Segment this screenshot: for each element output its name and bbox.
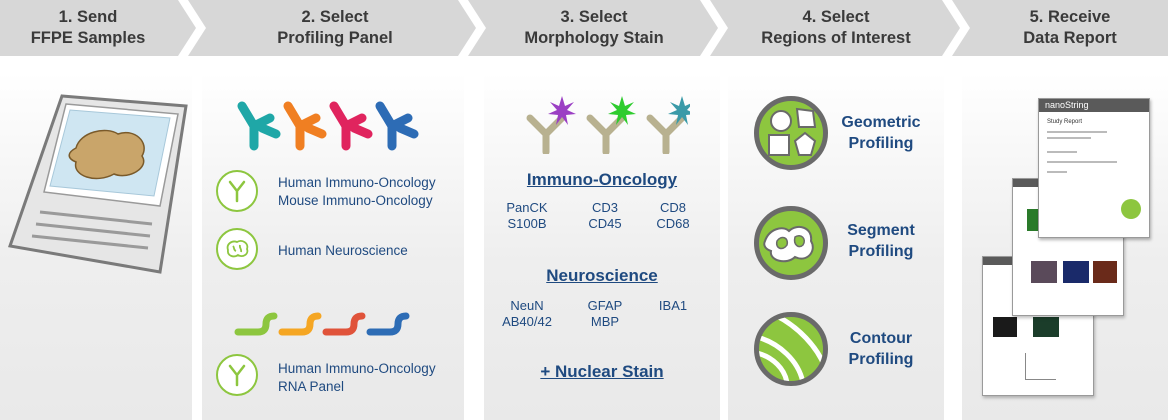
step-5-label: 5. Receive Data Report (972, 7, 1168, 49)
marker-cd3: CD3 (591, 200, 618, 215)
step-4-line1: 4. Select (802, 8, 870, 26)
rna-panel-line2: RNA Panel (278, 379, 345, 394)
segment-line2: Profiling (848, 243, 914, 260)
stain-star-teal (668, 96, 690, 125)
rna-strand-blue (366, 312, 410, 336)
contour-profiling-label: Contour Profiling (826, 328, 936, 370)
rna-strand-orange (278, 312, 322, 336)
report-title: Study Report (1047, 119, 1083, 125)
marker-mbp: MBP (590, 314, 620, 329)
column-morphology-stain: Immuno-Oncology PanCK CD3 CD8 S100B CD45… (484, 72, 720, 420)
geometric-line1: Geometric (841, 114, 921, 131)
rna-strand-green (234, 312, 278, 336)
step-3-label: 3. Select Morphology Stain (488, 7, 700, 49)
step-2-label: 2. Select Profiling Panel (210, 7, 460, 49)
step-5-line1: 5. Receive (1029, 8, 1111, 26)
rna-strand-red (322, 312, 366, 336)
antibody-panel-icon (216, 170, 258, 212)
contour-profiling-icon (754, 312, 828, 386)
step-2-line1: 2. Select (301, 8, 369, 26)
step-3-arrow (468, 0, 718, 56)
nuclear-stain-label: + Nuclear Stain (540, 362, 664, 381)
step-arrows-graphic (0, 0, 1168, 56)
antibody-icon-magenta (329, 101, 373, 151)
antibody-icon-teal (237, 101, 281, 151)
column-regions-of-interest: Geometric Profiling Segment Profiling Co… (728, 72, 944, 420)
ffpe-slide-icon (8, 94, 188, 274)
brain-icon (216, 228, 258, 270)
step-3-line1: 3. Select (560, 8, 628, 26)
step-1-line2: FFPE Samples (30, 29, 146, 47)
immuno-panel-label: Human Immuno-Oncology Mouse Immuno-Oncol… (278, 174, 436, 210)
antibody-icon-orange (283, 101, 327, 151)
rna-panel-label: Human Immuno-Oncology RNA Panel (278, 360, 436, 396)
contour-line1: Contour (849, 330, 913, 347)
segment-profiling-icon (754, 206, 828, 280)
step-5-arrow (952, 0, 1168, 56)
report-brand: nanoString (1039, 99, 1149, 112)
step-2-arrow (188, 0, 476, 56)
rna-panel-line1: Human Immuno-Oncology (278, 361, 436, 376)
marker-cd68: CD68 (656, 216, 690, 231)
marker-cd8: CD8 (659, 200, 686, 215)
report-page-front: nanoString Study Report (1038, 98, 1150, 238)
column-profiling-panel: Human Immuno-Oncology Mouse Immuno-Oncol… (202, 72, 464, 420)
antibody-icons-row (237, 101, 419, 151)
marker-ab40-42: AB40/42 (502, 314, 552, 329)
step-5-line2: Data Report (1023, 29, 1117, 47)
stain-star-green (608, 96, 636, 125)
step-4-line2: Regions of Interest (761, 29, 911, 47)
step-1-line1: 1. Send (58, 8, 118, 26)
neuro-panel-label: Human Neuroscience (278, 243, 408, 258)
segment-line1: Segment (847, 222, 915, 239)
report-logo-icon (1121, 199, 1141, 219)
marker-iba1: IBA1 (658, 298, 688, 313)
rna-strand-icons (234, 312, 410, 336)
immuno-oncology-heading: Immuno-Oncology (526, 170, 678, 189)
immuno-panel-line1: Human Immuno-Oncology (278, 175, 436, 190)
step-3-line2: Morphology Stain (524, 29, 664, 47)
rna-panel-icon (216, 354, 258, 396)
geometric-profiling-label: Geometric Profiling (826, 112, 936, 154)
geometric-profiling-icon (754, 96, 828, 170)
neuroscience-heading: Neuroscience (546, 266, 658, 285)
step-1-arrow (0, 0, 196, 56)
step-1-label: 1. Send FFPE Samples (0, 7, 176, 49)
step-4-label: 4. Select Regions of Interest (730, 7, 942, 49)
marker-s100b: S100B (507, 216, 547, 231)
column-data-report: nanoString Study Report (962, 72, 1168, 420)
segment-profiling-label: Segment Profiling (826, 220, 936, 262)
column-samples (0, 72, 192, 420)
marker-panck: PanCK (506, 200, 548, 215)
marker-cd45: CD45 (588, 216, 622, 231)
geometric-line2: Profiling (848, 135, 914, 152)
immuno-panel-line2: Mouse Immuno-Oncology (278, 193, 433, 208)
step-arrow-bar: 1. Send FFPE Samples 2. Select Profiling… (0, 0, 1168, 56)
step-4-arrow (710, 0, 960, 56)
contour-line2: Profiling (848, 351, 914, 368)
stained-antibody-icons (526, 96, 690, 154)
marker-gfap: GFAP (587, 298, 623, 313)
step-2-line2: Profiling Panel (277, 29, 393, 47)
stain-star-purple (548, 96, 576, 125)
marker-neun: NeuN (510, 298, 544, 313)
antibody-icon-blue (375, 101, 419, 151)
